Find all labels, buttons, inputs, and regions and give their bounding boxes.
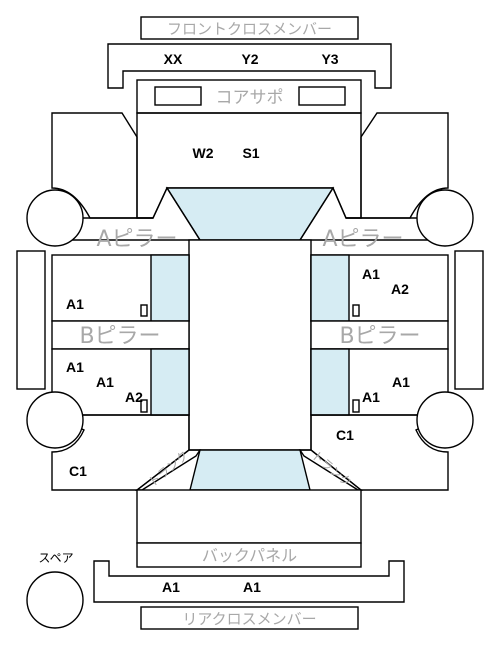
rear-cross-code-1: A1 [162,579,180,595]
right-front-window[interactable] [310,254,350,322]
left-rear-fender-code: C1 [69,463,87,479]
left-headlight[interactable] [154,86,202,106]
front-cross-member-box[interactable] [140,16,359,40]
left-rear-wheel[interactable] [26,391,84,449]
rear-cross-member-panel[interactable] [93,560,405,603]
front-cross-member-panel[interactable] [107,43,392,89]
rear-cross-member-box[interactable] [140,606,359,630]
windshield[interactable] [165,187,335,241]
right-b-pillar-label: Bピラー [339,324,420,349]
rear-cross-code-2: A1 [243,579,261,595]
rear-window[interactable] [189,449,311,491]
back-panel[interactable] [136,542,362,568]
left-trunk-edge-label: トランク [146,448,192,490]
right-rear-window[interactable] [310,348,350,416]
hood-code-1: W2 [193,145,214,161]
right-front-fender[interactable] [346,112,449,219]
left-front-fender[interactable] [51,112,153,219]
spare-label: スペア [38,551,73,565]
core-support-label: コアサポ [216,88,284,108]
back-panel-label: バックパネル [202,546,297,565]
left-b-pillar-label: Bピラー [79,324,160,349]
roof-panel[interactable] [188,239,312,451]
left-rocker-panel[interactable] [16,250,46,390]
left-rear-door-code-1: A1 [66,359,84,375]
right-trunk-edge-label: トランク [309,448,355,490]
left-c-pillar[interactable] [134,449,202,491]
right-rear-wheel[interactable] [416,391,474,449]
left-front-door-code: A1 [66,296,84,312]
right-rear-fender-code: C1 [336,427,354,443]
left-rear-door-code-3: A2 [125,389,143,405]
left-rear-handle[interactable] [140,399,148,413]
right-rocker-panel[interactable] [454,250,484,390]
right-a-pillar-label: Aピラー [322,227,403,252]
rear-cross-member-label: リアクロスメンバー [182,610,316,628]
right-rear-handle[interactable] [352,399,360,413]
right-c-pillar[interactable] [298,449,363,491]
right-front-door-code-1: A1 [362,266,380,282]
hood-code-2: S1 [242,145,259,161]
left-rear-window[interactable] [150,348,190,416]
left-front-handle[interactable] [140,304,148,317]
left-rear-door-code-2: A1 [96,374,114,390]
right-front-handle[interactable] [352,304,360,317]
right-headlight[interactable] [298,86,346,106]
left-front-window[interactable] [150,254,190,322]
left-a-pillar-label: Aピラー [96,227,177,252]
left-front-wheel[interactable] [26,189,84,247]
right-rear-door-code-2: A1 [362,389,380,405]
trunk-lid[interactable] [136,489,362,544]
front-cross-code-3: Y3 [321,51,338,67]
spare-tire[interactable] [26,571,84,629]
right-front-wheel[interactable] [416,189,474,247]
front-cross-code-2: Y2 [241,51,258,67]
front-cross-member-label: フロントクロスメンバー [167,20,332,38]
right-front-door-code-2: A2 [391,281,409,297]
front-cross-code-1: XX [164,51,183,67]
right-rear-door-code-1: A1 [392,374,410,390]
